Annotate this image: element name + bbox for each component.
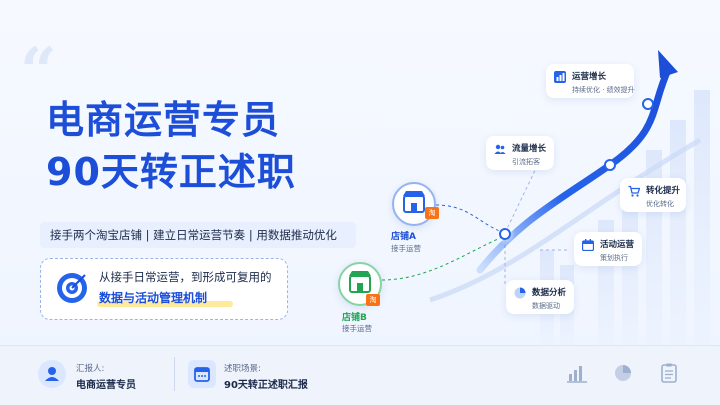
pie-chart-icon (615, 365, 631, 381)
shopA-sub: 接手运营 (391, 244, 421, 253)
connector-shopA (435, 204, 506, 234)
card-conversion: 转化提升 优化转化 (620, 178, 686, 212)
clipboard-icon (661, 363, 677, 383)
calendar-icon (188, 360, 216, 388)
reporter-label: 汇报人: (76, 364, 105, 374)
taobao-tag: 淘 (425, 207, 439, 219)
card-growth-title: 运营增长 (572, 72, 607, 82)
page-title-line2: 90天转正述职 (46, 150, 296, 194)
shopB-name: 店铺B (342, 313, 367, 323)
store-icon (403, 191, 425, 213)
shopA-name: 店铺A (391, 232, 416, 242)
store-icon (349, 271, 371, 293)
card-data: 数据分析 数据驱动 (506, 280, 574, 314)
calendar-icon (582, 239, 594, 251)
card-traffic-sub: 引流拓客 (512, 158, 540, 166)
taobao-tag: 淘 (366, 294, 380, 306)
description-line2: 数据与活动管理机制 (99, 291, 208, 305)
person-icon (38, 360, 66, 388)
card-data-title: 数据分析 (532, 288, 567, 298)
card-conversion-title: 转化提升 (646, 186, 681, 196)
node (604, 159, 616, 171)
pie-chart-icon (514, 287, 526, 299)
card-traffic-title: 流量增长 (512, 144, 547, 154)
scene-value: 90天转正述职汇报 (224, 380, 308, 391)
cart-icon (628, 185, 640, 197)
footer (0, 345, 720, 405)
card-activity: 活动运营 策划执行 (574, 232, 642, 266)
connector-shopB (381, 235, 506, 281)
bg-bar (670, 120, 686, 345)
card-activity-sub: 策划执行 (600, 254, 628, 262)
bar-chart-icon (554, 71, 566, 83)
page-title-line1: 电商运营专员 (46, 98, 281, 142)
node (642, 98, 654, 110)
highlight-mark (97, 301, 233, 307)
target-icon (57, 273, 87, 303)
shopA-badge (392, 182, 436, 226)
users-icon (494, 144, 506, 154)
card-growth: 运营增长 持续优化 · 绩效提升 (546, 64, 635, 98)
card-conversion-sub: 优化转化 (646, 200, 674, 208)
bg-bar (694, 90, 710, 345)
quote-icon: “ (20, 34, 57, 109)
shopB-sub: 接手运营 (342, 324, 372, 333)
description-box: 从接手日常运营，到形成可复用的 数据与活动管理机制 (40, 258, 288, 320)
arrow-head (658, 50, 678, 78)
card-data-sub: 数据驱动 (532, 302, 560, 310)
card-growth-sub: 持续优化 · 绩效提升 (572, 86, 635, 94)
description-line1: 从接手日常运营，到形成可复用的 (99, 270, 272, 284)
card-traffic: 流量增长 引流拓客 (486, 136, 554, 170)
hub-node (499, 228, 511, 240)
reporter-value: 电商运营专员 (76, 380, 136, 391)
card-activity-title: 活动运营 (600, 240, 635, 250)
bg-bar (622, 190, 638, 345)
tagline: 接手两个淘宝店铺 | 建立日常运营节奏 | 用数据推动优化 (40, 222, 356, 248)
footer-divider (174, 357, 175, 391)
bar-chart-icon (567, 366, 587, 383)
scene-label: 述职场景: (224, 364, 261, 374)
